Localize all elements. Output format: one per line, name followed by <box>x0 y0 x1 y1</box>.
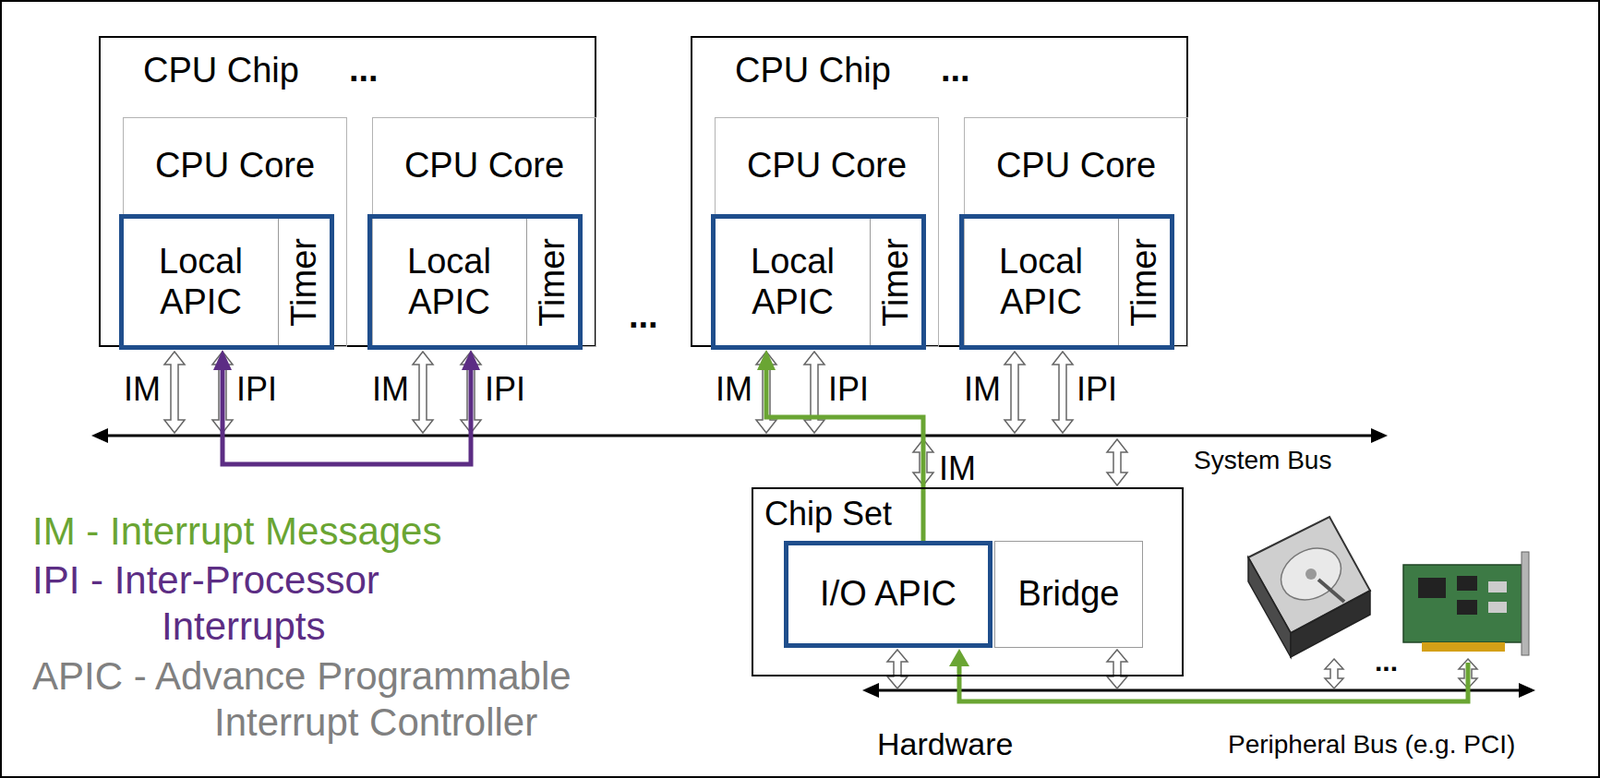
node-text: CPU Core <box>155 145 315 187</box>
bus-link-arrow <box>1052 351 1073 434</box>
bus-signal: IM <box>963 371 1001 409</box>
cpu-chip: CPU ChipCPU CoreLocal APICTimerCPU CoreL… <box>98 36 597 348</box>
ellipsis: ... <box>628 297 659 337</box>
disk-side <box>1290 590 1371 658</box>
bus-name: System Bus <box>1193 446 1332 476</box>
ellipsis: ... <box>348 50 379 90</box>
card-contacts <box>1421 642 1505 652</box>
local-apic: Local APICTimer <box>959 214 1175 350</box>
bridge-block: Bridge <box>994 541 1143 649</box>
ellipsis: ... <box>1374 646 1398 677</box>
node-text: Bridge <box>1018 574 1120 615</box>
card-bracket <box>1521 552 1529 656</box>
node-text: CPU Core <box>746 145 907 187</box>
node-text: Timer <box>876 238 917 327</box>
bus-link-arrow <box>1004 351 1025 434</box>
node-text: CPU Chip <box>143 50 300 92</box>
bus-signal: IPI <box>1076 371 1118 409</box>
bus-signal: IM <box>123 371 161 409</box>
legend-item: APIC - Advance Programmable Interrupt Co… <box>32 653 624 746</box>
bus-signal: IPI <box>828 371 869 409</box>
system-bus-line <box>106 434 1373 438</box>
bus-link-arrow <box>804 351 825 434</box>
bus-name: Peripheral Bus (e.g. PCI) <box>1227 731 1516 760</box>
node-text: CPU Core <box>996 145 1156 187</box>
expansion-card-picture <box>1403 552 1529 656</box>
interrupt-path <box>222 359 471 465</box>
bus-signal: IPI <box>484 371 526 409</box>
node-text: CPU Core <box>404 145 565 187</box>
card-chip <box>1418 577 1446 599</box>
bus-arrowhead <box>91 428 109 444</box>
node-text: Local APIC <box>123 241 278 323</box>
node-text: Local APIC <box>715 241 870 323</box>
local-apic: Local APICTimer <box>710 214 927 350</box>
disk-platter <box>1272 538 1350 611</box>
chip-set: Chip SetI/O APIC Bridge <box>751 487 1184 677</box>
legend-text: IPI - Inter-Processor Interrupts <box>161 557 421 650</box>
bus-arrowhead <box>1518 683 1536 698</box>
card-board <box>1403 565 1522 643</box>
io-apic: I/O APIC <box>783 541 993 649</box>
bus-link-arrow <box>1106 649 1128 689</box>
node-text: Local APIC <box>372 241 527 323</box>
card-chip <box>1456 576 1478 591</box>
cpu-core: CPU CoreLocal APICTimer <box>122 117 348 348</box>
legend-text: APIC - Advance Programmable Interrupt Co… <box>214 653 624 746</box>
disk-spindle <box>1305 568 1317 580</box>
interrupt-arrowhead <box>949 649 970 667</box>
hard-disk-picture <box>1248 517 1371 658</box>
bus-signal: IM <box>715 371 753 409</box>
disk-arm <box>1318 579 1345 602</box>
node-text: Timer <box>1124 238 1166 327</box>
local-apic: Local APICTimer <box>119 214 335 350</box>
legend-text: IM - Interrupt Messages <box>32 508 624 555</box>
bus-link-arrow <box>887 649 908 689</box>
legend-item: IM - Interrupt Messages <box>32 508 624 555</box>
legend-item: IPI - Inter-Processor Interrupts <box>32 557 421 650</box>
timer-block: Timer <box>277 218 330 346</box>
node-text: Chip Set <box>764 494 892 533</box>
cpu-core: CPU CoreLocal APICTimer <box>714 117 939 348</box>
section-title: Hardware <box>877 727 1013 762</box>
card-chip <box>1456 600 1478 615</box>
node-text: Local APIC <box>963 241 1119 323</box>
bus-signal: IM <box>372 371 410 409</box>
bus-link-arrow <box>1106 439 1128 486</box>
node-text: Timer <box>284 238 325 327</box>
cpu-chip: CPU ChipCPU CoreLocal APICTimerCPU CoreL… <box>690 36 1189 348</box>
peripheral-bus-line <box>877 689 1521 693</box>
bus-signal: IPI <box>236 371 277 409</box>
local-apic: Local APICTimer <box>367 214 583 350</box>
card-part <box>1488 581 1507 593</box>
bus-link-arrow <box>164 351 185 434</box>
bus-link-arrow <box>1324 659 1344 689</box>
ellipsis: ... <box>940 50 971 90</box>
bus-signal: IM <box>938 450 976 488</box>
timer-block: Timer <box>526 218 578 346</box>
timer-block: Timer <box>869 218 922 346</box>
card-part <box>1488 601 1507 614</box>
cpu-core: CPU CoreLocal APICTimer <box>963 117 1189 348</box>
cpu-core: CPU CoreLocal APICTimer <box>372 117 597 348</box>
node-text: Timer <box>532 238 574 327</box>
node-text: I/O APIC <box>819 574 957 615</box>
node-text: CPU Chip <box>734 50 891 92</box>
bus-arrowhead <box>862 683 879 698</box>
bus-arrowhead <box>1371 428 1388 444</box>
bus-link-arrow <box>412 351 434 434</box>
timer-block: Timer <box>1118 218 1170 346</box>
